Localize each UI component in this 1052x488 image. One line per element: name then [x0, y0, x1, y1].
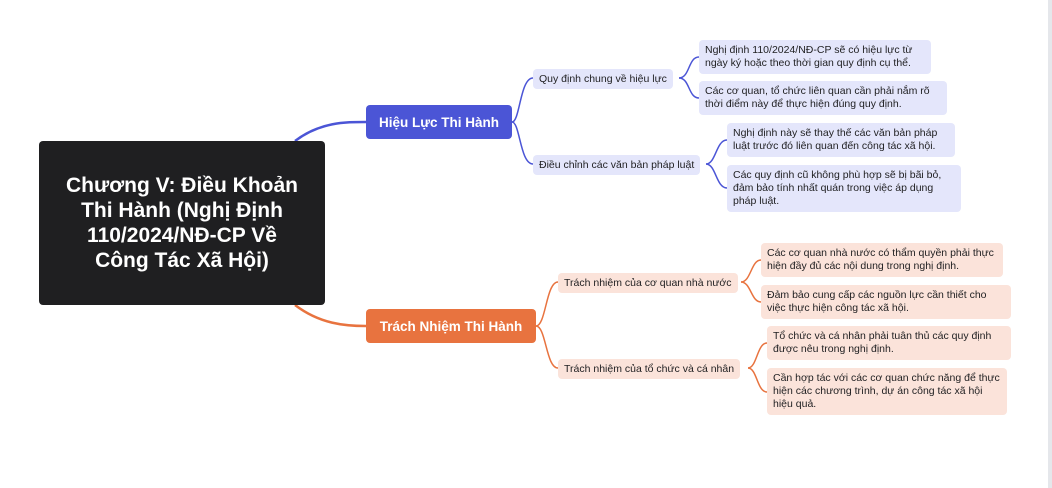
leaf-node[interactable]: Tổ chức và cá nhân phải tuân thủ các quy… [767, 326, 1011, 360]
connector-blue-sub2 [511, 121, 534, 165]
subtopic-quy-dinh-chung[interactable]: Quy định chung về hiệu lực [533, 69, 673, 89]
subtopic-co-quan-nha-nuoc[interactable]: Trách nhiệm của cơ quan nhà nước [558, 273, 738, 293]
connector-orange-sub1-leaf1 [740, 259, 762, 283]
leaf-text: Các quy định cũ không phù hợp sẽ bị bãi … [733, 169, 942, 207]
leaf-node[interactable]: Các quy định cũ không phù hợp sẽ bị bãi … [727, 165, 961, 212]
subtopic-dieu-chinh-van-ban[interactable]: Điều chỉnh các văn bản pháp luật [533, 155, 701, 175]
connector-blue-sub2-leaf1 [705, 139, 728, 165]
leaf-text: Tổ chức và cá nhân phải tuân thủ các quy… [773, 330, 992, 355]
subtopic-to-chuc-ca-nhan[interactable]: Trách nhiệm của tổ chức và cá nhân [558, 359, 741, 379]
leaf-node[interactable]: Cần hợp tác với các cơ quan chức năng để… [767, 368, 1007, 415]
connector-orange-sub1-leaf2 [740, 281, 762, 303]
branch-trach-nhiem-thi-hanh[interactable]: Trách Nhiệm Thi Hành [366, 309, 536, 343]
leaf-text: Nghị định 110/2024/NĐ-CP sẽ có hiệu lực … [705, 44, 913, 69]
leaf-text: Nghị định này sẽ thay thế các văn bản ph… [733, 127, 938, 152]
leaf-text: Các cơ quan nhà nước có thẩm quyền phải … [767, 247, 994, 272]
subtopic-label: Trách nhiệm của cơ quan nhà nước [564, 277, 732, 289]
connector-root-blue [294, 120, 367, 142]
connector-blue-sub1 [511, 77, 534, 123]
connector-orange-sub2-leaf2 [747, 367, 768, 393]
branch-hieu-luc-thi-hanh[interactable]: Hiệu Lực Thi Hành [366, 105, 512, 139]
leaf-node[interactable]: Nghị định 110/2024/NĐ-CP sẽ có hiệu lực … [699, 40, 931, 74]
root-node[interactable]: Chương V: Điều Khoản Thi Hành (Nghị Định… [39, 141, 325, 305]
leaf-node[interactable]: Đảm bảo cung cấp các nguồn lực cần thiết… [761, 285, 1011, 319]
connector-orange-sub2-leaf1 [747, 342, 768, 369]
branch-label: Hiệu Lực Thi Hành [378, 114, 500, 130]
root-title: Chương V: Điều Khoản Thi Hành (Nghị Định… [66, 174, 298, 272]
subtopic-label: Trách nhiệm của tổ chức và cá nhân [564, 363, 735, 375]
connector-orange-sub2 [535, 325, 559, 369]
leaf-node[interactable]: Nghị định này sẽ thay thế các văn bản ph… [727, 123, 955, 157]
leaf-text: Cần hợp tác với các cơ quan chức năng để… [773, 372, 1000, 410]
connector-blue-sub1-leaf1 [678, 56, 700, 79]
scrollbar-track[interactable] [1048, 0, 1052, 488]
leaf-text: Đảm bảo cung cấp các nguồn lực cần thiết… [767, 289, 987, 314]
subtopic-label: Quy định chung về hiệu lực [539, 73, 667, 85]
leaf-node[interactable]: Các cơ quan nhà nước có thẩm quyền phải … [761, 243, 1003, 277]
connector-root-orange [294, 304, 367, 328]
connector-orange-sub1 [535, 281, 559, 327]
connector-blue-sub1-leaf2 [678, 77, 700, 99]
branch-label: Trách Nhiệm Thi Hành [379, 318, 523, 334]
leaf-node[interactable]: Các cơ quan, tổ chức liên quan cần phải … [699, 81, 947, 115]
connector-blue-sub2-leaf2 [705, 163, 728, 189]
subtopic-label: Điều chỉnh các văn bản pháp luật [539, 159, 695, 171]
leaf-text: Các cơ quan, tổ chức liên quan cần phải … [705, 85, 930, 110]
